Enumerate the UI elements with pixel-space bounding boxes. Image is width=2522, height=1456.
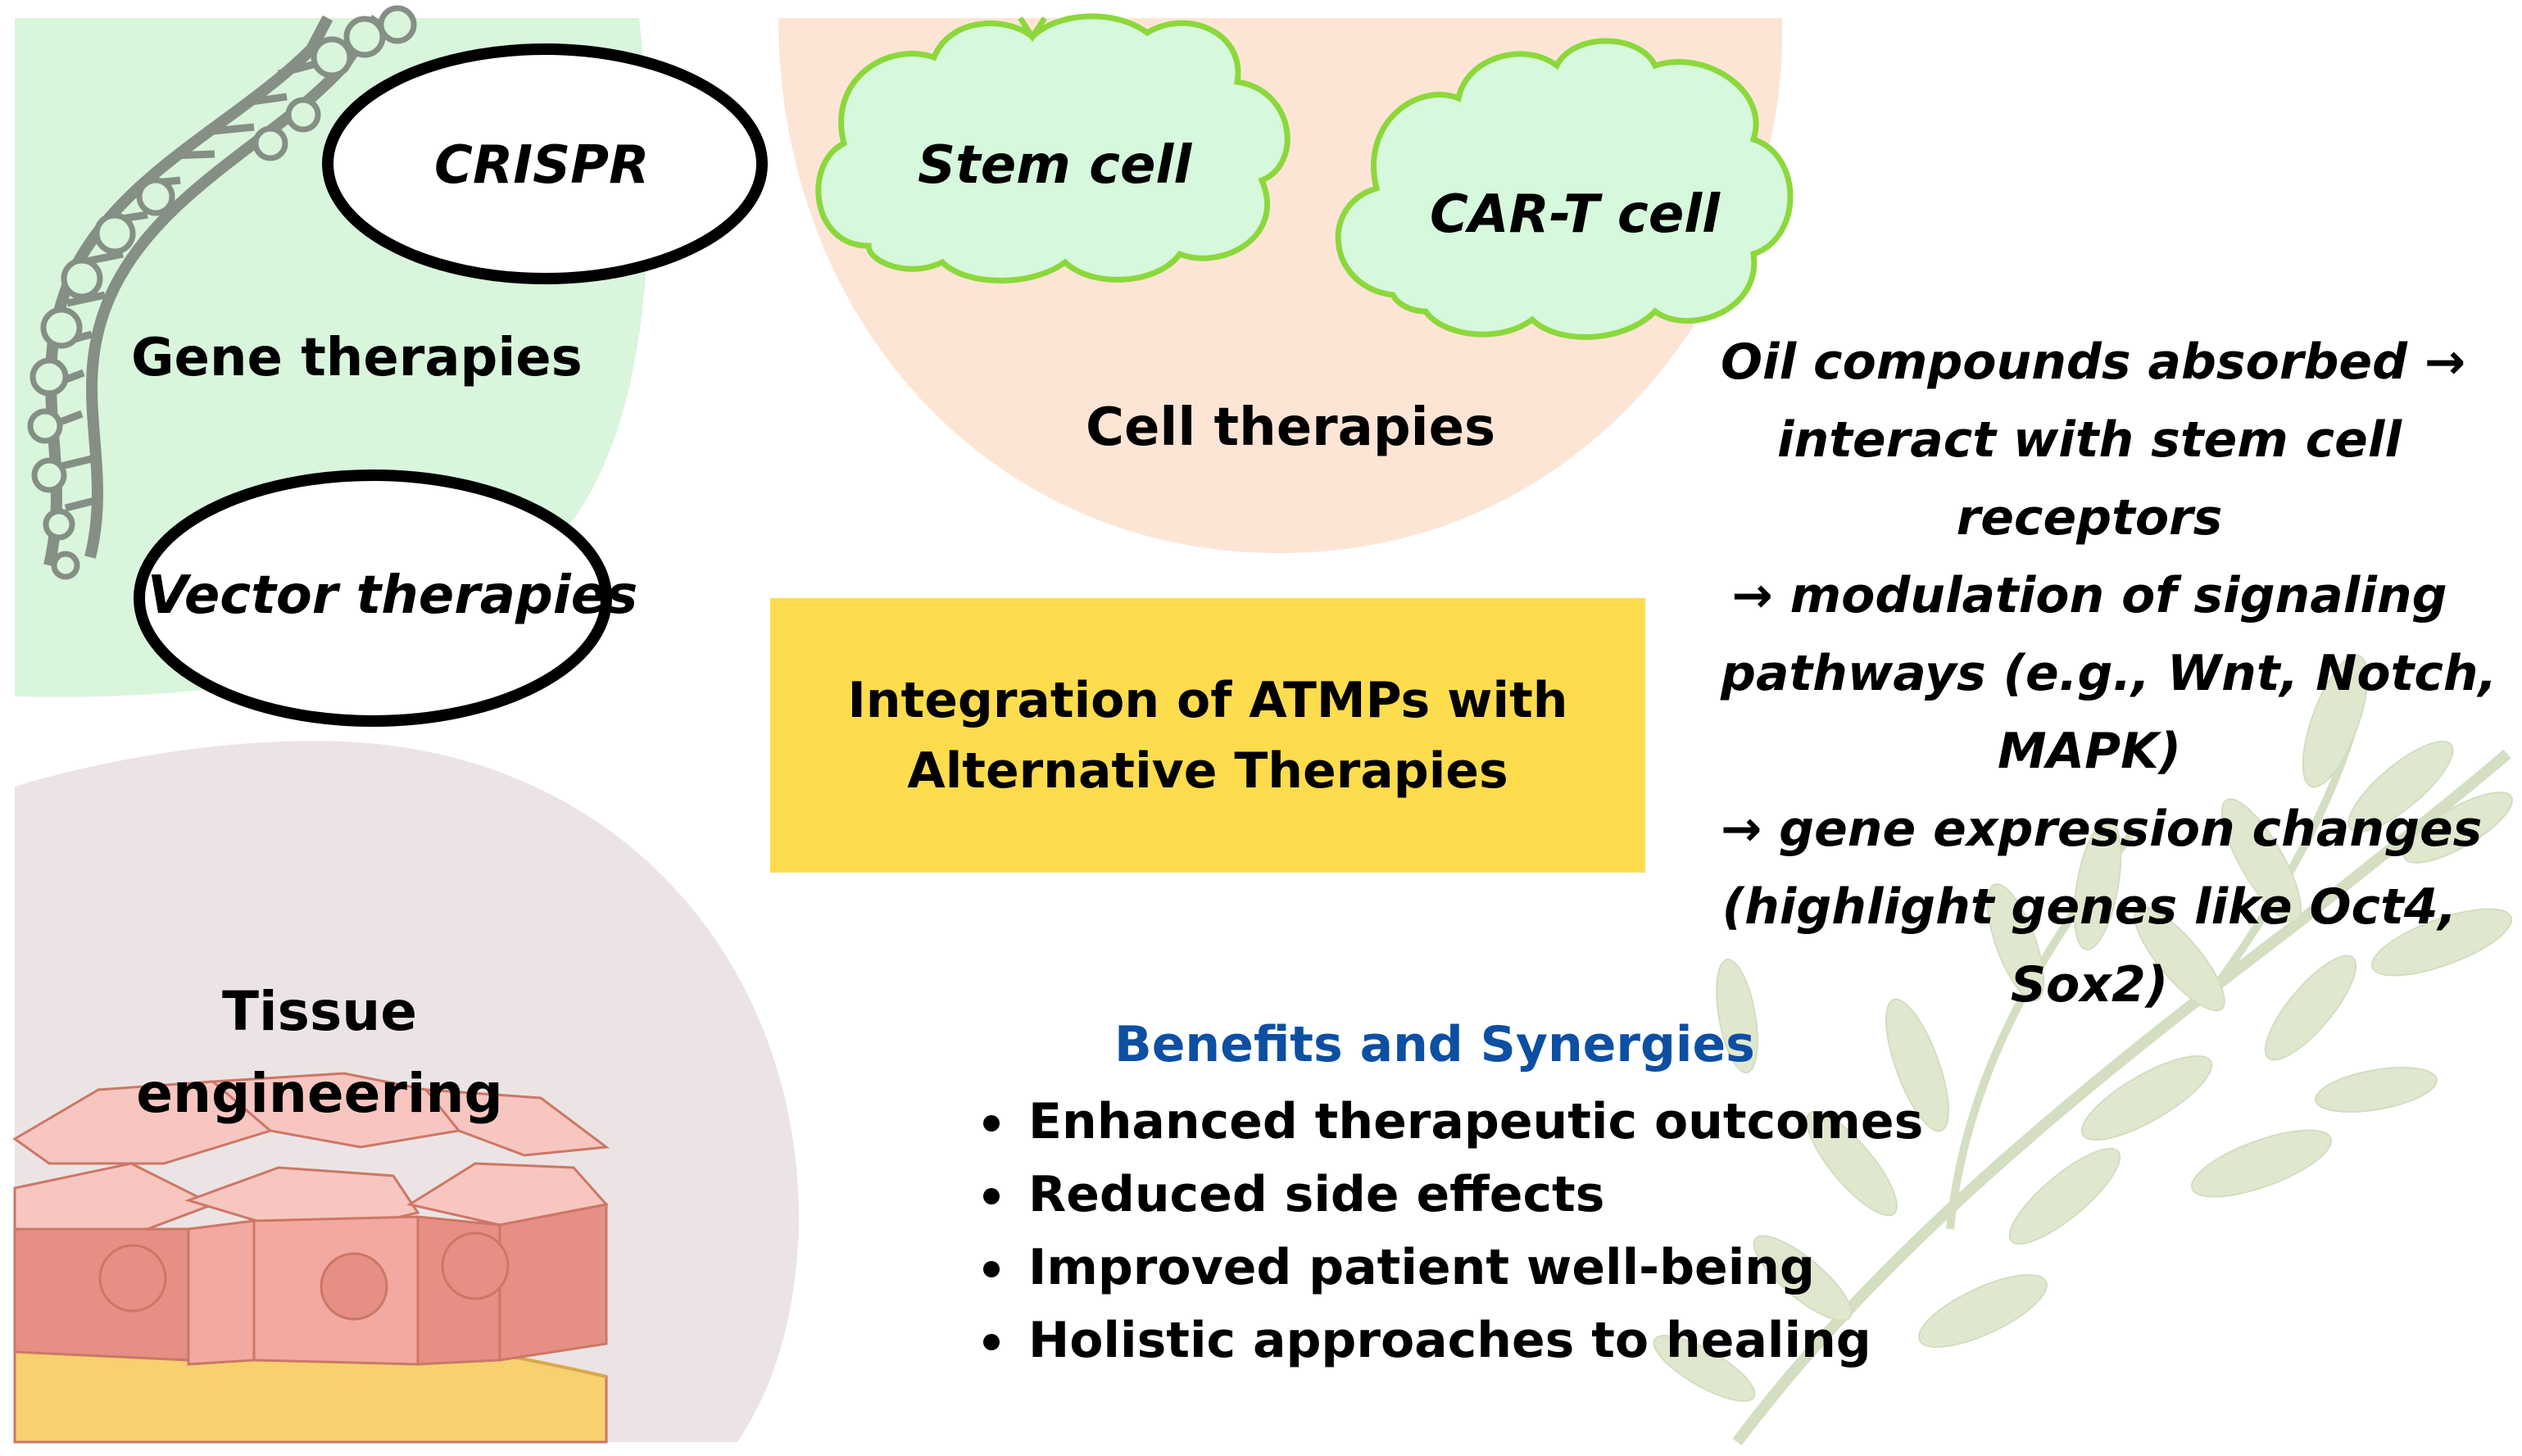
benefit-item-label: Improved patient well-being [1028,1239,1815,1296]
car-t-cell-cloud [1335,38,1794,340]
integration-box [770,598,1645,873]
vector-therapies-label: Vector therapies [147,565,638,626]
mechanism-line: receptors [1956,489,2223,547]
gene-therapies-title: Gene therapies [131,328,583,388]
mechanism-line: (highlight genes like Oct4, [1721,878,2457,936]
benefit-item-label: Holistic approaches to healing [1028,1312,1871,1369]
benefit-item-label: Reduced side effects [1028,1166,1605,1223]
crispr-ellipse [322,43,768,284]
crispr-label: CRISPR [434,135,650,196]
dna-helix-illustration [27,5,417,580]
benefit-item: Enhanced therapeutic outcomes [975,1086,1923,1159]
integration-title: Integration of ATMPs with Alternative Th… [770,598,1645,873]
car-t-cell-label: CAR-T cell [1430,184,1721,245]
vector-therapies-ellipse [134,469,612,727]
bullet-dot-icon [983,1115,1000,1132]
tissue-illustration [12,1072,610,1444]
integration-line1: Integration of ATMPs with [847,671,1568,729]
mechanism-text: Oil compounds absorbed → interact with s… [1721,324,2497,1024]
tissue-engineering-title: Tissue engineering [123,971,516,1135]
benefits-title: Benefits and Synergies [1114,1016,1755,1073]
mechanism-line: → gene expression changes [1721,801,2483,858]
tissue-title-line1: Tissue [222,980,417,1043]
stem-cell-cloud [815,13,1290,283]
cell-therapies-title: Cell therapies [1086,397,1496,458]
bullet-dot-icon [983,1334,1000,1350]
tissue-title-line2: engineering [136,1062,503,1125]
mechanism-line: MAPK) [1997,723,2182,780]
mechanism-line: Oil compounds absorbed → [1721,333,2466,391]
bullet-dot-icon [983,1188,1000,1204]
leaf-branch-illustration [1653,654,2514,1446]
mechanism-line: Sox2) [2010,956,2169,1014]
benefits-list: Enhanced therapeutic outcomes Reduced si… [975,1086,1923,1377]
mechanism-line: pathways (e.g., Wnt, Notch, [1721,645,2497,702]
stem-cell-label: Stem cell [918,135,1192,196]
benefit-item: Improved patient well-being [975,1231,1923,1304]
mechanism-line: interact with stem cell [1776,411,2402,469]
benefit-item: Reduced side effects [975,1159,1923,1231]
integration-line2: Alternative Therapies [907,742,1508,800]
mechanism-line: → modulation of signaling [1731,567,2447,624]
benefit-item-label: Enhanced therapeutic outcomes [1028,1093,1924,1150]
benefit-item: Holistic approaches to healing [975,1304,1923,1377]
bullet-dot-icon [983,1261,1000,1277]
